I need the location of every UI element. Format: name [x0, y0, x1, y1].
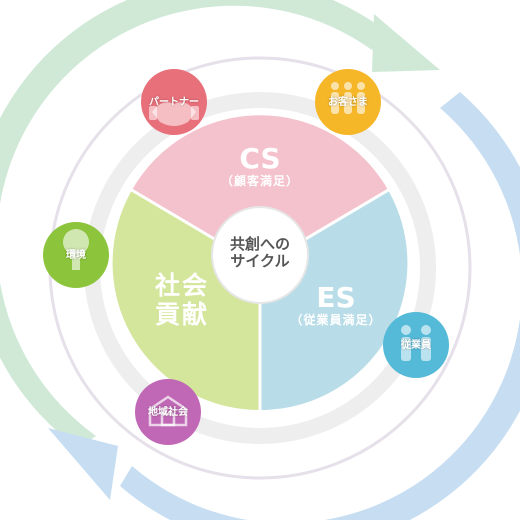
cs-title: CS — [239, 142, 281, 175]
node-customers-label: お客さま — [328, 97, 368, 108]
social-label-group: 社会 貢献 — [140, 271, 224, 330]
center-circle — [211, 206, 309, 304]
social-line2: 貢献 — [154, 299, 209, 329]
social-line1: 社会 — [154, 271, 209, 300]
node-employees-label: 従業員 — [401, 340, 431, 351]
tree-icon — [63, 229, 89, 270]
es-label-group: ES （従業員満足） — [286, 281, 386, 328]
cycle-arrow-green — [0, 0, 382, 448]
node-community-circle — [135, 379, 201, 445]
node-community-label: 地域社会 — [148, 407, 188, 418]
people-icon — [401, 325, 431, 361]
center-line2: サイクル — [230, 252, 290, 271]
node-environment-label: 環境 — [66, 250, 86, 261]
cs-subtitle: （顧客満足） — [220, 174, 299, 189]
center-line1: 共創への — [229, 235, 290, 253]
handshake-icon — [149, 102, 199, 126]
es-title: ES — [316, 281, 356, 314]
people-icon — [331, 82, 365, 114]
segment-cs — [132, 115, 388, 267]
center-label-group: 共創への サイクル — [212, 235, 308, 271]
node-partner-label: パートナー — [149, 97, 199, 108]
cs-label-group: CS （顧客満足） — [220, 142, 300, 189]
cycle-arrowhead-bottom — [48, 428, 118, 500]
cycle-arrow-blue — [120, 92, 520, 524]
cycle-arrowhead-top — [372, 14, 440, 72]
es-subtitle: （従業員満足） — [290, 313, 382, 328]
node-employees-circle — [383, 312, 449, 378]
house-icon — [148, 395, 188, 427]
